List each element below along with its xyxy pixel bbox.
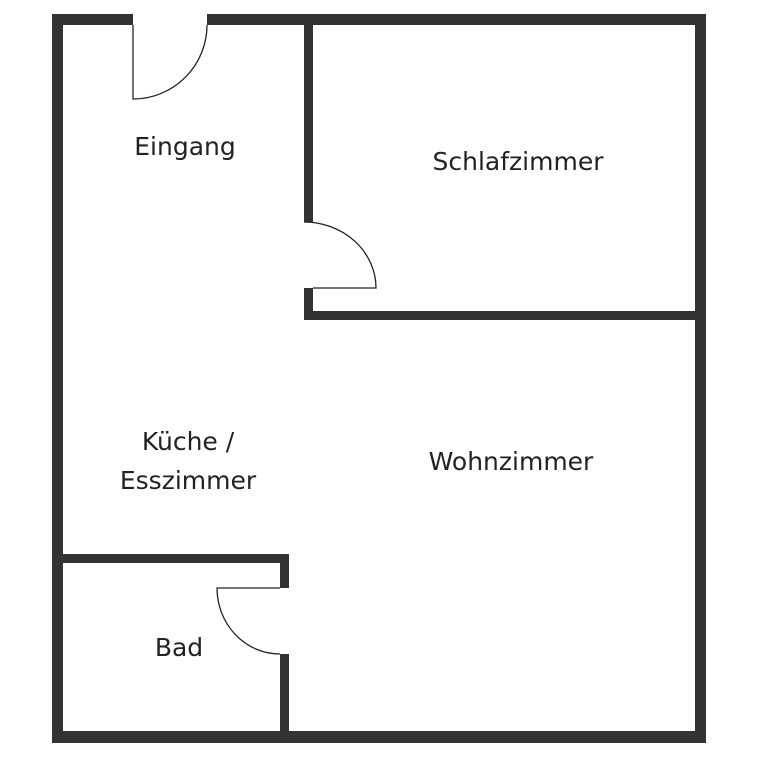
bedroom-door: [303, 221, 377, 289]
entrance-door: [132, 24, 208, 100]
room-label-kitchen-line2: Esszimmer: [119, 466, 257, 495]
bedroom-wall-vertical-upper: [304, 14, 313, 222]
bath-wall-vertical-upper: [280, 554, 289, 588]
room-label-kitchen: Küche / Esszimmer: [120, 422, 256, 500]
outer-wall-top-right: [207, 14, 706, 25]
bedroom-wall-horizontal: [304, 311, 706, 320]
room-label-entrance: Eingang: [134, 132, 236, 161]
room-label-bedroom: Schlafzimmer: [432, 147, 604, 176]
outer-wall-top-left: [52, 14, 133, 25]
outer-wall-left: [52, 14, 63, 743]
bath-wall-horizontal: [52, 554, 289, 563]
bath-wall-vertical-lower: [280, 654, 289, 739]
bedroom-wall-vertical-lower: [304, 288, 313, 320]
room-label-kitchen-line1: Küche /: [141, 427, 235, 456]
outer-wall-right: [695, 14, 706, 743]
bath-door: [216, 587, 281, 655]
outer-wall-bottom: [52, 731, 706, 743]
room-label-bath: Bad: [154, 633, 204, 662]
room-label-living: Wohnzimmer: [428, 447, 594, 476]
